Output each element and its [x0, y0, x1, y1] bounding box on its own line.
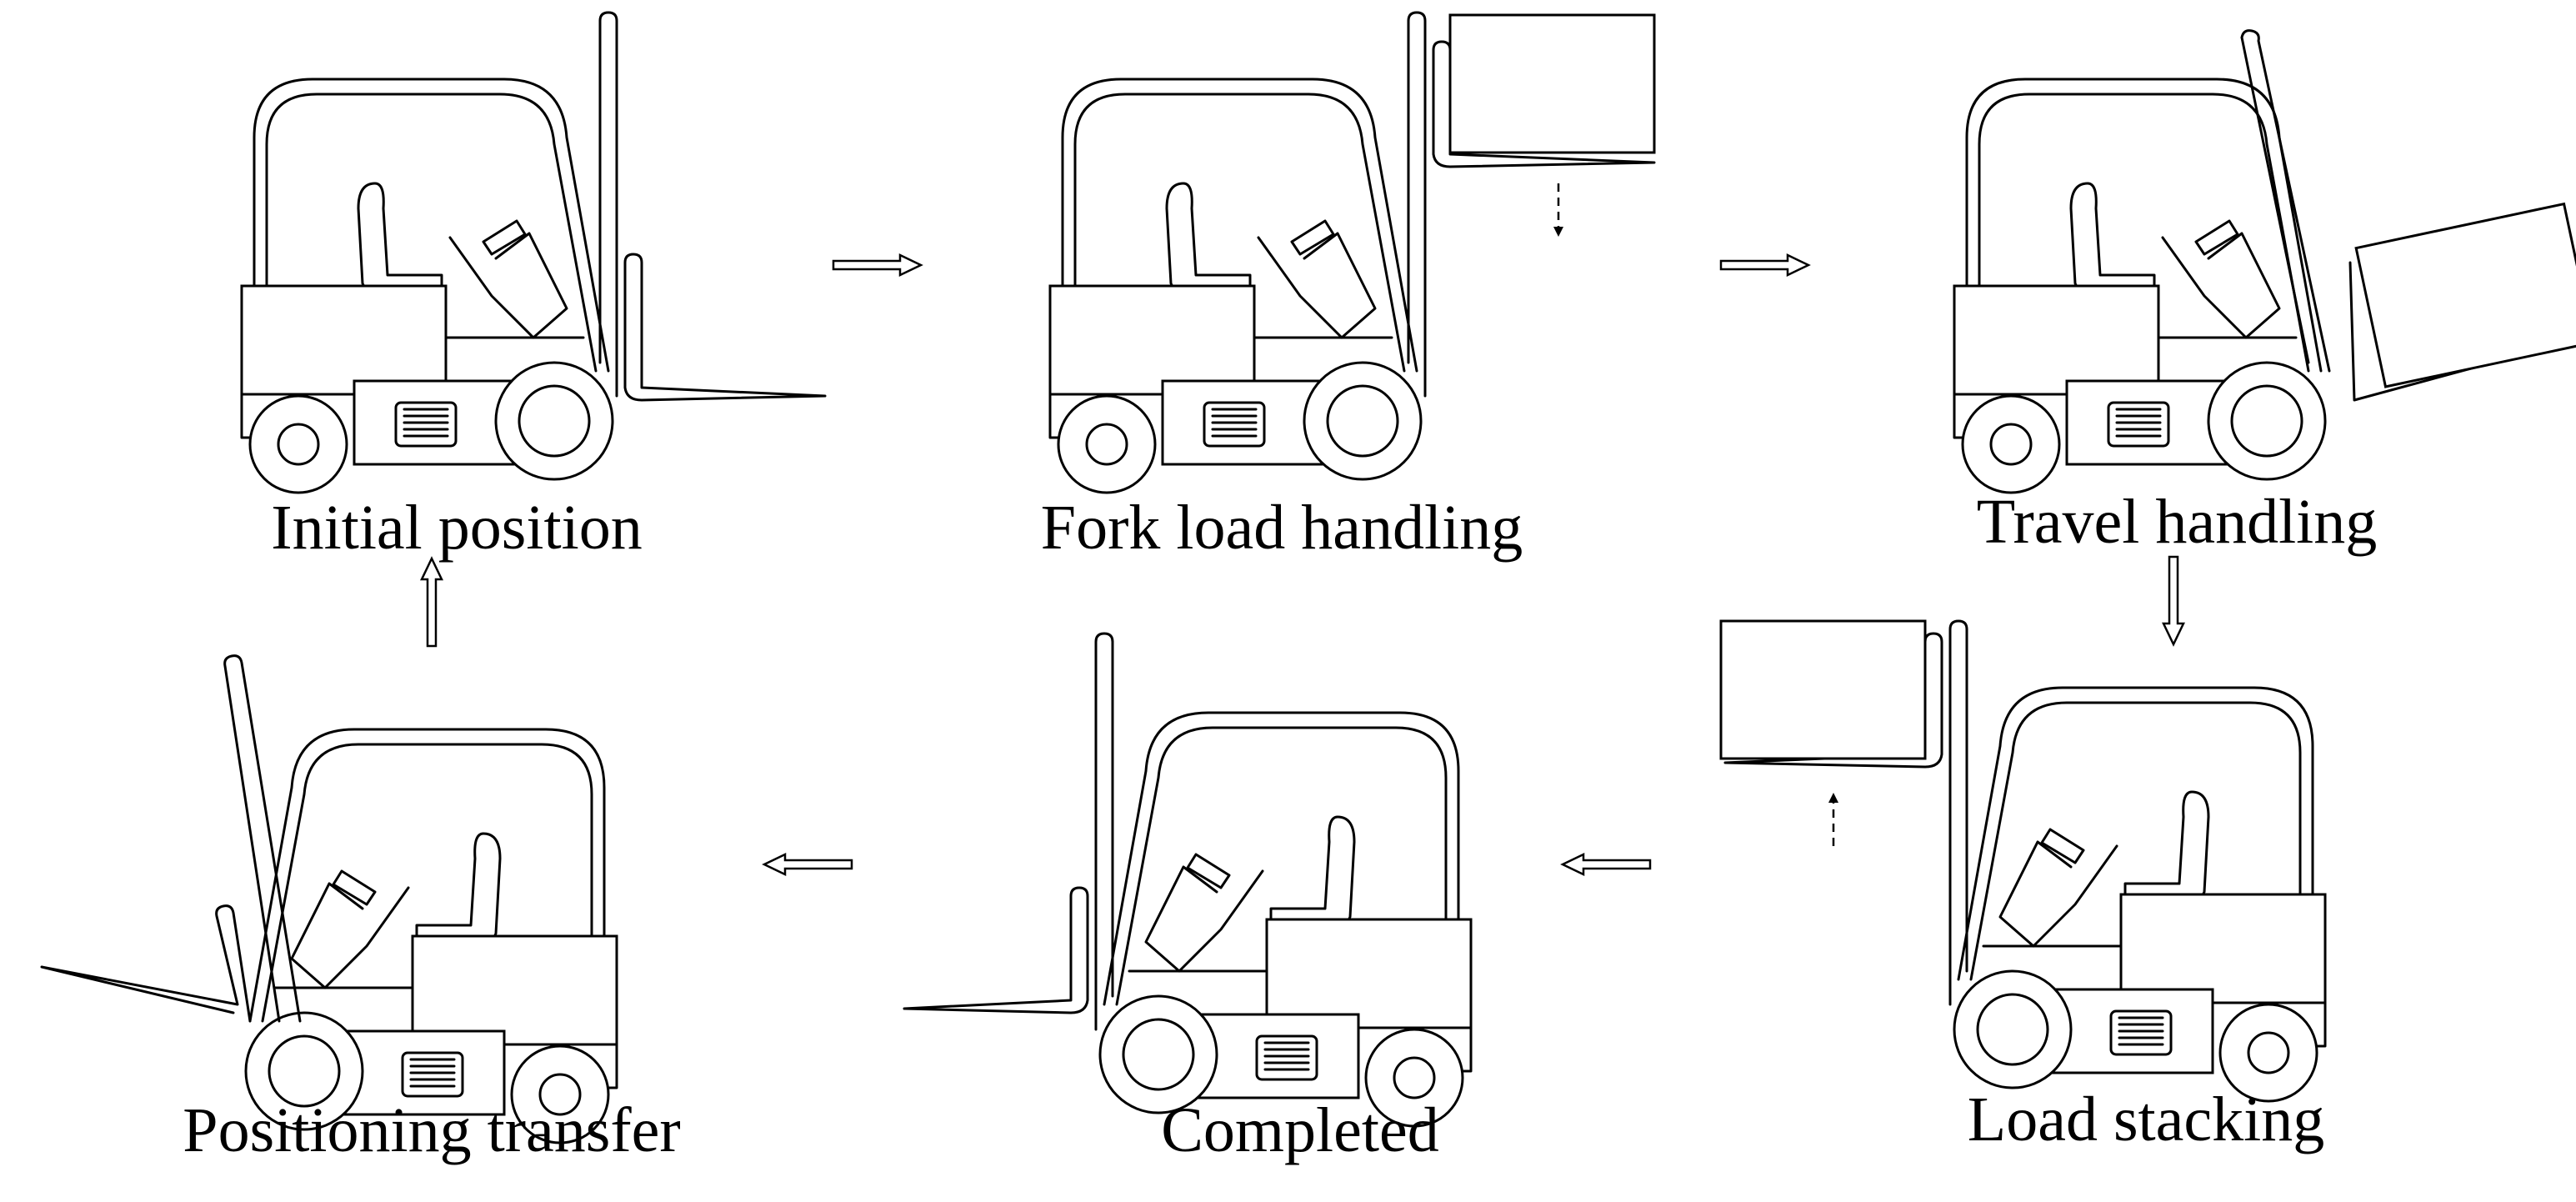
- flow-arrow-6-to-1: [420, 557, 443, 648]
- forklift-stage-fork-load: [1048, 11, 1656, 494]
- forklift-stage-positioning: [40, 654, 618, 1144]
- forklift-stage-completed: [903, 632, 1473, 1128]
- stage-label-fork-load-handling: Fork load handling: [1040, 493, 1523, 563]
- stage-label-positioning-transfer: Positioning transfer: [183, 1095, 681, 1165]
- stage-label-completed: Completed: [1161, 1095, 1439, 1165]
- cargo-box: [1719, 619, 1927, 760]
- flow-arrow-5-to-6: [763, 853, 853, 876]
- flow-arrow-3-to-4: [2162, 555, 2185, 646]
- stage-label-initial-position: Initial position: [271, 493, 643, 563]
- flow-arrow-4-to-5: [1561, 853, 1652, 876]
- stage-label-travel-handling: Travel handling: [1976, 487, 2378, 557]
- forklift-stage-initial: [240, 11, 827, 494]
- cargo-box: [1448, 13, 1656, 154]
- cargo-box: [2354, 202, 2576, 388]
- forklift-stage-travel: [1953, 29, 2576, 494]
- stage-label-load-stacking: Load stacking: [1967, 1084, 2325, 1154]
- flow-arrow-2-to-3: [1719, 253, 1810, 277]
- flow-arrow-1-to-2: [832, 253, 923, 277]
- forklift-stage-load-stacking: [1719, 619, 2327, 1103]
